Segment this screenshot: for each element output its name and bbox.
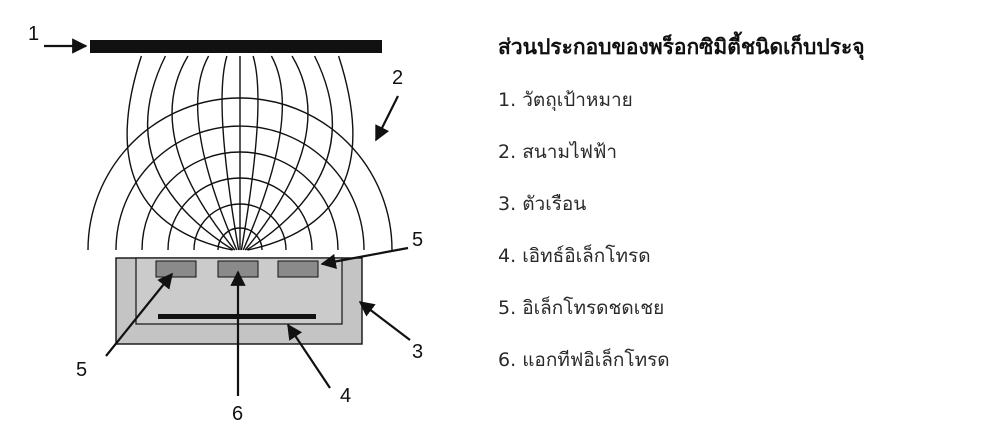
- callout-label-field: 2: [392, 67, 403, 89]
- legend-item-number: 4: [498, 245, 511, 267]
- legend-item-text: เอิทธ์อิเล็กโทรด: [522, 245, 651, 267]
- callout-arrow-compensation-right: [320, 246, 409, 270]
- callout-arrow-housing: [358, 301, 411, 341]
- field-line: [244, 55, 309, 251]
- legend-panel: ส่วนประกอบของพร็อกซิมิตี้ชนิดเก็บประจุ 1…: [498, 30, 978, 398]
- field-line: [126, 55, 233, 251]
- field-line: [242, 55, 284, 251]
- legend-item-text: แอกทีฟอิเล็กโทรด: [522, 349, 670, 371]
- legend-item: 1. วัตถุเป้าหมาย: [498, 89, 633, 111]
- legend-item-text: อิเล็กโทรดชดเชย: [522, 297, 665, 319]
- electric-field-lines: [87, 55, 393, 251]
- legend-item: 2. สนามไฟฟ้า: [498, 141, 618, 163]
- field-line: [171, 55, 236, 251]
- callout-arrow-earth: [287, 323, 331, 389]
- legend-item: 4. เอิทธ์อิเล็กโทรด: [498, 245, 651, 267]
- field-line: [221, 55, 240, 251]
- callout-label-target: 1: [28, 23, 39, 45]
- callout-arrow-field: [375, 95, 399, 142]
- legend-list: 1. วัตถุเป้าหมาย 2. สนามไฟฟ้า 3. ตัวเรือ…: [498, 86, 978, 374]
- legend-item-number: 2: [498, 141, 511, 163]
- callout-label-earth: 4: [340, 385, 351, 407]
- callout-arrow-compensation-left: [105, 272, 173, 357]
- legend-item: 5. อิเล็กโทรดชดเชย: [498, 297, 665, 319]
- legend-item-number: 1: [498, 89, 511, 111]
- legend-item-number: 3: [498, 193, 511, 215]
- field-line: [240, 55, 259, 251]
- legend-title: ส่วนประกอบของพร็อกซิมิตี้ชนิดเก็บประจุ: [498, 35, 865, 59]
- legend-item: 3. ตัวเรือน: [498, 193, 587, 215]
- legend-item-number: 6: [498, 349, 511, 371]
- compensation-electrode-right: [277, 260, 319, 278]
- field-line: [247, 55, 354, 251]
- legend-item: 6. แอกทีฟอิเล็กโทรด: [498, 349, 670, 371]
- proximity-sensor-diagram: 1 2 5 3 4 6 5: [28, 23, 423, 425]
- callout-label-active: 6: [232, 403, 243, 425]
- compensation-electrode-left: [155, 260, 197, 278]
- field-line: [246, 55, 334, 251]
- field-line: [196, 55, 238, 251]
- legend-item-text: สนามไฟฟ้า: [522, 141, 618, 163]
- target-plate: [90, 40, 382, 53]
- legend-item-text: ตัวเรือน: [522, 193, 587, 215]
- field-line: [146, 55, 234, 251]
- callout-label-housing: 3: [412, 341, 423, 363]
- callout-label-compensation-left: 5: [76, 359, 87, 381]
- legend-item-text: วัตถุเป้าหมาย: [522, 89, 633, 111]
- legend-item-number: 5: [498, 297, 511, 319]
- callout-label-compensation-right: 5: [412, 229, 423, 251]
